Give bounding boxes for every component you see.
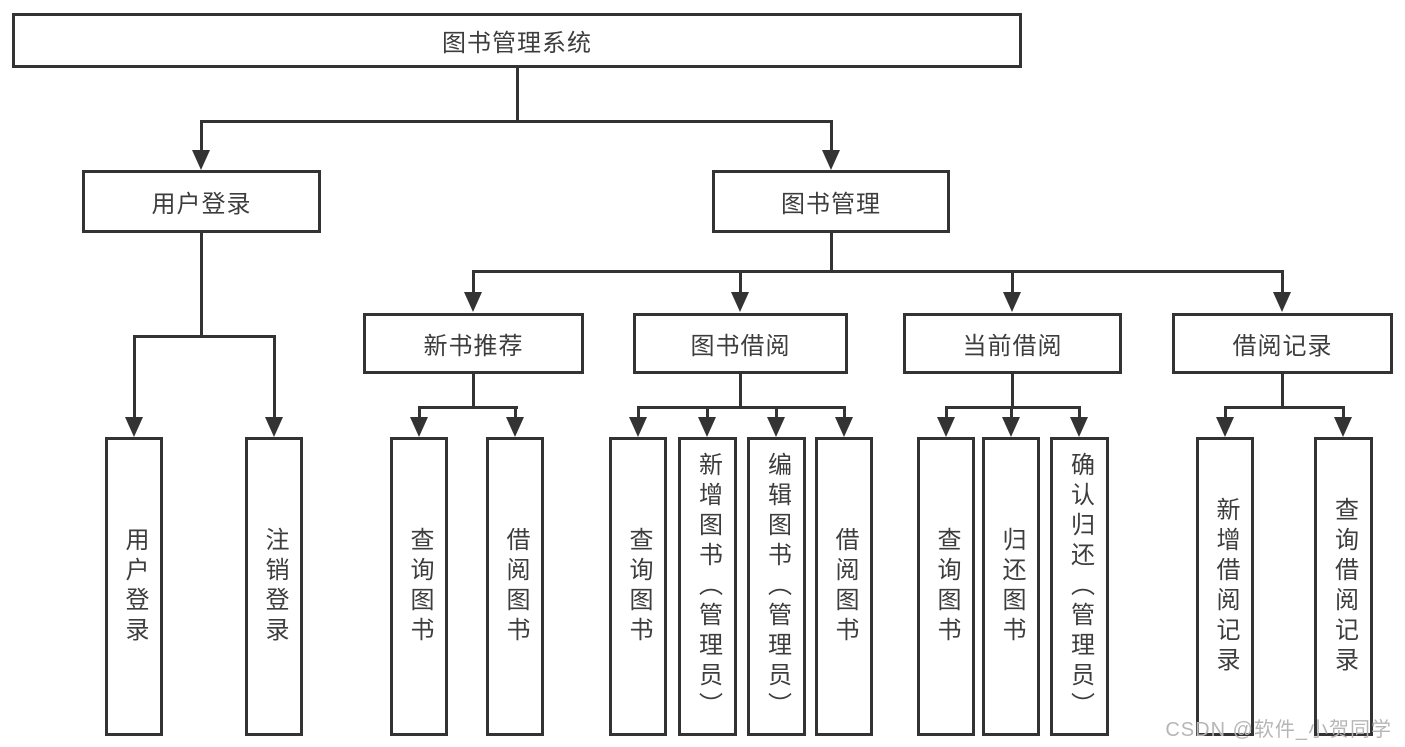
leaf-current-confirm-admin-label: 确认归还（管理员） [1066, 451, 1094, 722]
node-borrow-record-label: 借阅记录 [1232, 333, 1333, 360]
node-user-login-label: 用户登录 [151, 191, 252, 218]
edge-newbook-leaf2-drop [514, 406, 517, 420]
arrowhead-borrow-query [629, 417, 647, 437]
node-book-borrow-label: 图书借阅 [690, 333, 791, 360]
leaf-borrow-borrow: 借阅图书 [815, 437, 873, 736]
arrowhead-book-borrow [731, 292, 749, 312]
leaf-borrow-query-label: 查询图书 [625, 526, 652, 647]
edge-root-userlogin-drop [200, 120, 203, 151]
arrowhead-record-add [1216, 417, 1234, 437]
edge-bookmgmt-branch-line [472, 270, 1284, 273]
arrowhead-new-book-recommend [464, 292, 482, 312]
arrowhead-newbook-borrow [506, 417, 524, 437]
edge-record-stem-line [1281, 374, 1284, 408]
edge-newbook-leaf1-drop [418, 406, 421, 420]
leaf-record-query-label: 查询借阅记录 [1330, 496, 1358, 677]
edge-borrow-stem-line [739, 374, 742, 408]
arrowhead-leaf-user-login [125, 417, 143, 437]
edge-bookmgmt-current-drop [1011, 270, 1014, 293]
leaf-current-confirm-admin: 确认归还（管理员） [1050, 437, 1109, 736]
edge-current-stem-line [1011, 374, 1014, 408]
leaf-borrow-add-admin-label: 新增图书（管理员） [694, 451, 722, 722]
edge-current-leaf3-drop [1078, 406, 1081, 420]
leaf-record-add: 新增借阅记录 [1196, 437, 1254, 736]
node-new-book-recommend: 新书推荐 [363, 313, 584, 374]
edge-borrow-leaf1-drop [637, 406, 640, 420]
leaf-logout: 注销登录 [245, 437, 303, 736]
edge-current-branch-line [945, 406, 1081, 409]
arrowhead-user-login [192, 150, 210, 170]
edge-record-branch-line [1224, 406, 1345, 409]
node-root: 图书管理系统 [12, 13, 1022, 68]
edge-borrow-leaf2-drop [706, 406, 709, 420]
leaf-record-add-label: 新增借阅记录 [1212, 496, 1239, 677]
leaf-borrow-query: 查询图书 [609, 437, 667, 736]
edge-borrow-leaf4-drop [843, 406, 846, 420]
arrowhead-current-return [1002, 417, 1020, 437]
edge-bookmgmt-newbook-drop [472, 270, 475, 293]
leaf-current-return: 归还图书 [982, 437, 1040, 736]
edge-userlogin-branch-line [133, 335, 276, 338]
node-book-management-label: 图书管理 [781, 191, 881, 218]
arrowhead-current-confirm [1070, 417, 1088, 437]
leaf-record-query: 查询借阅记录 [1314, 437, 1373, 736]
arrowhead-current-borrow [1003, 292, 1021, 312]
node-new-book-recommend-label: 新书推荐 [423, 333, 524, 360]
arrowhead-newbook-query [410, 417, 428, 437]
leaf-user-login: 用户登录 [105, 437, 163, 736]
edge-current-leaf1-drop [945, 406, 948, 420]
edge-bookmgmt-stem-line [830, 233, 833, 272]
leaf-borrow-edit-admin-label: 编辑图书（管理员） [763, 451, 791, 722]
node-current-borrow: 当前借阅 [903, 313, 1122, 374]
edge-newbook-stem-line [472, 374, 475, 408]
edge-borrow-leaf3-drop [775, 406, 778, 420]
leaf-current-query-label: 查询图书 [933, 526, 960, 647]
edge-record-leaf2-drop [1342, 406, 1345, 420]
node-user-login: 用户登录 [82, 170, 321, 233]
arrowhead-current-query [937, 417, 955, 437]
edge-root-branch-line [200, 120, 833, 123]
edge-newbook-branch-line [418, 406, 518, 409]
arrowhead-borrow-add [698, 417, 716, 437]
node-book-borrow: 图书借阅 [633, 313, 848, 374]
edge-bookmgmt-borrow-drop [739, 270, 742, 293]
leaf-current-return-label: 归还图书 [998, 526, 1025, 647]
edge-current-leaf2-drop [1010, 406, 1013, 420]
node-book-management: 图书管理 [712, 170, 950, 233]
edge-userlogin-leaf2-drop [273, 335, 276, 418]
edge-userlogin-leaf1-drop [133, 335, 136, 418]
edge-borrow-branch-line [637, 406, 846, 409]
node-borrow-record: 借阅记录 [1172, 313, 1393, 374]
arrowhead-leaf-logout [265, 417, 283, 437]
leaf-user-login-label: 用户登录 [121, 526, 148, 647]
leaf-newbook-query-label: 查询图书 [406, 526, 433, 647]
edge-root-bookmgmt-drop [830, 120, 833, 151]
leaf-borrow-add-admin: 新增图书（管理员） [678, 437, 737, 736]
edge-record-leaf1-drop [1224, 406, 1227, 420]
arrowhead-borrow-record [1273, 292, 1291, 312]
node-root-label: 图书管理系统 [442, 30, 592, 57]
node-current-borrow-label: 当前借阅 [962, 333, 1063, 360]
edge-root-stem-line [516, 68, 519, 121]
edge-bookmgmt-record-drop [1281, 270, 1284, 293]
arrowhead-record-query [1334, 417, 1352, 437]
watermark-text: CSDN @软件_小贺同学 [1165, 719, 1392, 741]
leaf-newbook-query: 查询图书 [390, 437, 448, 736]
leaf-newbook-borrow: 借阅图书 [486, 437, 544, 736]
leaf-current-query: 查询图书 [917, 437, 975, 736]
arrowhead-book-management [822, 150, 840, 170]
arrowhead-borrow-edit [767, 417, 785, 437]
leaf-borrow-edit-admin: 编辑图书（管理员） [747, 437, 806, 736]
arrowhead-borrow-borrow [835, 417, 853, 437]
leaf-logout-label: 注销登录 [261, 526, 288, 647]
leaf-borrow-borrow-label: 借阅图书 [831, 526, 858, 647]
leaf-newbook-borrow-label: 借阅图书 [502, 526, 529, 647]
edge-userlogin-stem-line [200, 233, 203, 335]
